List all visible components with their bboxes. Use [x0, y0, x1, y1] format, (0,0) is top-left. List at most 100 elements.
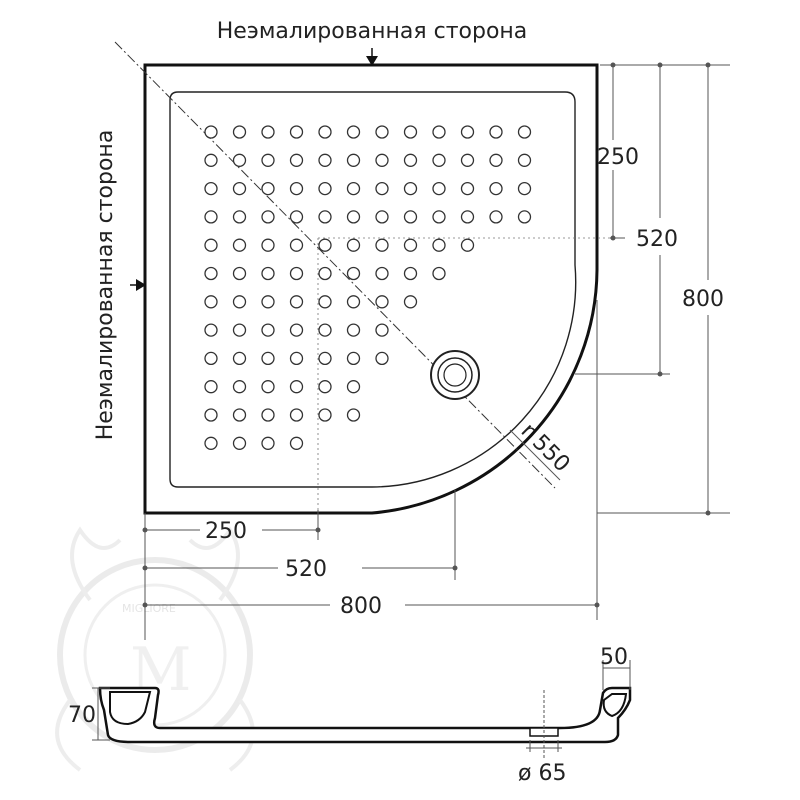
tray-cross-section	[98, 686, 632, 760]
anti-slip-dot	[232, 323, 247, 337]
dimension-profile-70: 70	[68, 703, 96, 728]
anti-slip-dot	[261, 380, 275, 394]
dimension-drain-diameter: ø 65	[518, 761, 566, 786]
anti-slip-dot	[261, 210, 275, 224]
anti-slip-dot	[375, 153, 389, 167]
anti-slip-dot	[460, 153, 475, 167]
anti-slip-dot	[403, 153, 418, 167]
anti-slip-dot	[261, 266, 275, 281]
watermark-text: MIGLIORE	[122, 602, 176, 615]
anti-slip-dot	[517, 153, 532, 167]
anti-slip-dot	[289, 323, 304, 337]
anti-slip-dot	[403, 125, 418, 139]
anti-slip-dot	[204, 210, 218, 224]
anti-slip-dot	[346, 351, 361, 366]
right-dimensions	[575, 62, 730, 516]
anti-slip-dot	[204, 436, 218, 450]
migliore-watermark: M MIGLIORE	[55, 526, 255, 772]
anti-slip-dot	[489, 153, 503, 167]
anti-slip-dot	[261, 351, 275, 366]
anti-slip-dot	[346, 380, 361, 394]
top-side-label: Неэмалированная сторона	[217, 19, 528, 44]
anti-slip-dot	[261, 125, 275, 139]
anti-slip-dot	[403, 238, 418, 252]
anti-slip-dot	[232, 351, 247, 366]
left-side-arrow	[130, 279, 146, 291]
anti-slip-dot	[375, 295, 389, 309]
anti-slip-dot	[375, 210, 389, 224]
anti-slip-dot	[318, 210, 332, 224]
anti-slip-dot	[289, 210, 304, 224]
anti-slip-dot	[261, 181, 275, 196]
anti-slip-dot	[432, 266, 446, 281]
dimension-bottom-250: 250	[205, 519, 247, 544]
left-side-label: Неэмалированная сторона	[93, 130, 118, 441]
anti-slip-dot	[375, 125, 389, 139]
anti-slip-dot	[232, 408, 247, 422]
anti-slip-dot	[346, 323, 361, 337]
anti-slip-dot	[289, 153, 304, 167]
anti-slip-dot	[261, 238, 275, 252]
top-side-arrow	[366, 48, 378, 66]
anti-slip-dot	[460, 238, 475, 252]
anti-slip-dot	[289, 266, 304, 281]
anti-slip-dot	[318, 238, 332, 252]
anti-slip-dot	[318, 125, 332, 139]
anti-slip-dot	[232, 295, 247, 309]
anti-slip-dot	[204, 266, 218, 281]
anti-slip-dot	[289, 295, 304, 309]
anti-slip-dot	[346, 238, 361, 252]
anti-slip-dot	[232, 153, 247, 167]
anti-slip-dot	[289, 436, 304, 450]
anti-slip-dot	[204, 238, 218, 252]
anti-slip-dot	[460, 181, 475, 196]
dimension-bottom-800: 800	[340, 594, 382, 619]
anti-slip-dot	[432, 125, 446, 139]
anti-slip-dot	[204, 125, 218, 139]
anti-slip-dot	[289, 380, 304, 394]
anti-slip-dot	[375, 323, 389, 337]
anti-slip-dot	[204, 408, 218, 422]
anti-slip-dot	[517, 210, 532, 224]
anti-slip-dot	[318, 153, 332, 167]
anti-slip-dot	[289, 351, 304, 366]
anti-slip-dot	[375, 181, 389, 196]
anti-slip-dot	[517, 125, 532, 139]
anti-slip-dot	[318, 380, 332, 394]
dimension-bottom-520: 520	[285, 557, 327, 582]
drain	[430, 350, 480, 400]
radius-label: r 550	[516, 419, 575, 478]
anti-slip-dot	[460, 210, 475, 224]
anti-slip-dot	[232, 125, 247, 139]
radius-leader	[509, 429, 561, 481]
anti-slip-dot	[289, 125, 304, 139]
anti-slip-dot	[460, 125, 475, 139]
dimension-right-250: 250	[597, 145, 639, 170]
anti-slip-dot	[204, 351, 218, 366]
anti-slip-dot	[204, 181, 218, 196]
dimension-right-800: 800	[682, 287, 724, 312]
anti-slip-dot	[375, 266, 389, 281]
dimension-profile-50: 50	[600, 645, 628, 670]
anti-slip-dot	[318, 181, 332, 196]
anti-slip-dot	[289, 238, 304, 252]
anti-slip-dot	[403, 295, 418, 309]
bottom-dimensions	[142, 300, 600, 640]
anti-slip-dot	[318, 266, 332, 281]
anti-slip-dot	[346, 153, 361, 167]
anti-slip-dot	[232, 266, 247, 281]
anti-slip-dot	[375, 238, 389, 252]
anti-slip-dot	[289, 408, 304, 422]
tray-outer-outline	[143, 63, 599, 515]
anti-slip-dot	[204, 323, 218, 337]
anti-slip-dot	[289, 181, 304, 196]
anti-slip-dot	[346, 295, 361, 309]
anti-slip-dot	[232, 210, 247, 224]
anti-slip-dot	[517, 181, 532, 196]
anti-slip-dot	[346, 210, 361, 224]
anti-slip-dot	[432, 238, 446, 252]
anti-slip-dot	[204, 295, 218, 309]
anti-slip-dot	[432, 210, 446, 224]
